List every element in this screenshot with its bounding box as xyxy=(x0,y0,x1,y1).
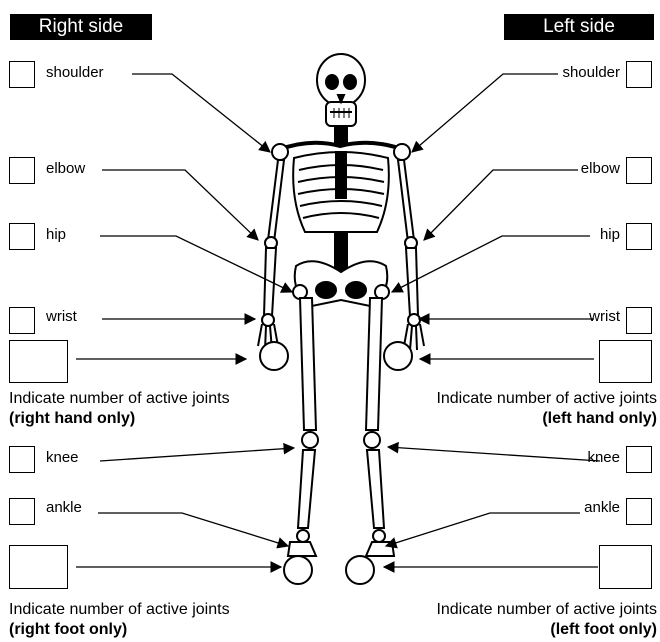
left-side-header: Left side xyxy=(504,14,654,40)
right-knee-joint xyxy=(302,432,318,448)
left-shoulder-joint xyxy=(394,144,410,160)
left-femur xyxy=(366,298,382,430)
left-hip-input[interactable] xyxy=(626,223,652,250)
left-hip-joint xyxy=(375,285,389,299)
left-hand-caption: Indicate number of active joints (left h… xyxy=(436,389,657,429)
left-wrist-joint xyxy=(408,314,420,326)
leader-lines xyxy=(76,74,600,567)
left-foot-caption-text: Indicate number of active joints xyxy=(436,601,657,618)
right-hip-joint xyxy=(293,285,307,299)
left-shoulder-label: shoulder xyxy=(562,64,620,82)
right-shoulder-joint xyxy=(272,144,288,160)
right-knee-label: knee xyxy=(46,449,79,467)
left-ankle-label: ankle xyxy=(584,499,620,517)
left-foot-caption-bold: (left foot only) xyxy=(436,620,657,640)
right-hand-circle xyxy=(260,342,288,370)
right-ankle-input[interactable] xyxy=(9,498,35,525)
right-shoulder-label: shoulder xyxy=(46,64,104,82)
left-hand-circle xyxy=(384,342,412,370)
right-foot-caption: Indicate number of active joints (right … xyxy=(9,600,230,640)
right-elbow-input[interactable] xyxy=(9,157,35,184)
right-femur xyxy=(300,298,316,430)
left-hand-joints-input[interactable] xyxy=(599,340,652,383)
right-side-header: Right side xyxy=(10,14,152,40)
left-shoulder-input[interactable] xyxy=(626,61,652,88)
right-hand-joints-input[interactable] xyxy=(9,340,68,383)
left-knee-label: knee xyxy=(587,449,620,467)
right-hand-caption: Indicate number of active joints (right … xyxy=(9,389,230,429)
left-elbow-input[interactable] xyxy=(626,157,652,184)
right-knee-input[interactable] xyxy=(9,446,35,473)
right-humerus xyxy=(268,160,284,242)
right-hip-label: hip xyxy=(46,226,66,244)
left-foot-caption: Indicate number of active joints (left f… xyxy=(436,600,657,640)
left-hand-caption-text: Indicate number of active joints xyxy=(436,390,657,407)
right-foot-caption-bold: (right foot only) xyxy=(9,620,230,640)
right-ankle-joint xyxy=(297,530,309,542)
right-wrist-input[interactable] xyxy=(9,307,35,334)
left-ankle-input[interactable] xyxy=(626,498,652,525)
right-foot-joints-input[interactable] xyxy=(9,545,68,589)
left-hand-caption-bold: (left hand only) xyxy=(436,409,657,429)
left-hip-label: hip xyxy=(600,226,620,244)
spine xyxy=(335,232,347,270)
right-hand-caption-bold: (right hand only) xyxy=(9,409,230,429)
left-wrist-input[interactable] xyxy=(626,307,652,334)
left-foot-circle xyxy=(346,556,374,584)
right-hip-input[interactable] xyxy=(9,223,35,250)
left-elbow-label: elbow xyxy=(581,160,620,178)
left-knee-joint xyxy=(364,432,380,448)
left-knee-input[interactable] xyxy=(626,446,652,473)
left-humerus xyxy=(398,160,414,242)
right-foot-circle xyxy=(284,556,312,584)
right-wrist-joint xyxy=(262,314,274,326)
left-wrist-label: wrist xyxy=(589,308,620,326)
right-foot-caption-text: Indicate number of active joints xyxy=(9,601,230,618)
right-shoulder-input[interactable] xyxy=(9,61,35,88)
right-hand-caption-text: Indicate number of active joints xyxy=(9,390,230,407)
left-foot-joints-input[interactable] xyxy=(599,545,652,589)
right-wrist-label: wrist xyxy=(46,308,77,326)
right-elbow-label: elbow xyxy=(46,160,85,178)
left-ankle-joint xyxy=(373,530,385,542)
right-ankle-label: ankle xyxy=(46,499,82,517)
